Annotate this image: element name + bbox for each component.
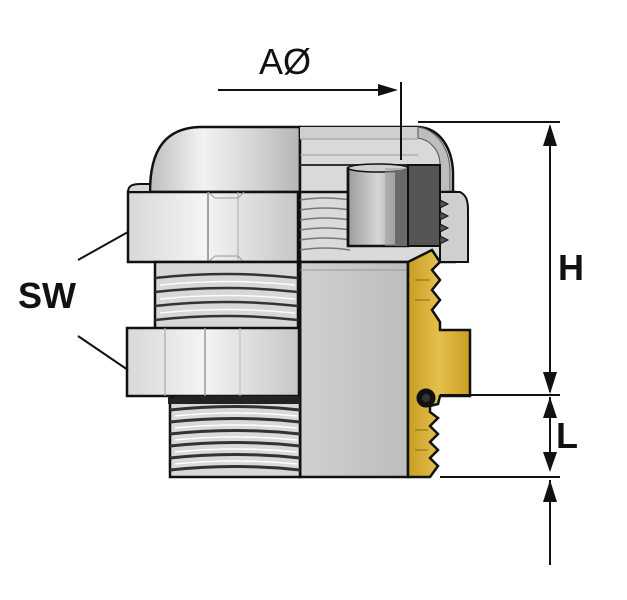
brass-body [406,248,472,479]
upper-hex-nut [126,183,300,264]
label-sw: SW [18,275,76,316]
neck-thread [153,260,300,332]
dimension-sw: SW [18,231,129,371]
dimension-a-diameter: AØ [218,41,402,160]
dimension-l: L [440,397,578,565]
lower-hex-nut [125,326,301,398]
male-thread [168,395,302,479]
seal-dark-section [395,164,450,247]
dimension-h: H [418,121,584,396]
label-h: H [558,247,584,288]
dome-cap [148,125,302,194]
label-l: L [556,415,578,456]
label-a-diameter: AØ [259,41,311,82]
body-cutaway [298,260,410,479]
